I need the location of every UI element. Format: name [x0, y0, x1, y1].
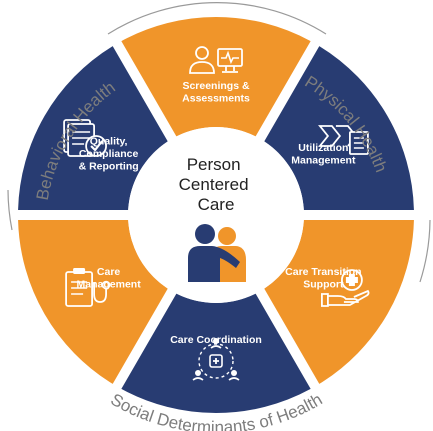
outer-ring-arc-top	[107, 2, 327, 35]
center-line-2: Centered	[179, 175, 249, 194]
arrows-document-icon	[318, 125, 369, 155]
segment-label-6: Quality,Compliance& Reporting	[79, 136, 139, 173]
center-circle	[128, 127, 304, 303]
segment-4	[121, 293, 311, 413]
segment-2	[264, 46, 414, 211]
people-network-icon	[192, 338, 240, 381]
two-people-icon	[188, 224, 246, 282]
hand-medical-cross-icon	[321, 269, 370, 307]
document-checkmark-icon	[63, 119, 107, 157]
center-title: Person Centered Care	[179, 155, 254, 214]
doctor-monitor-icon	[189, 46, 243, 74]
segment-1	[121, 17, 311, 137]
segment-3	[264, 219, 414, 384]
segment-label-4: Care Coordination	[170, 334, 262, 346]
center-line-1: Person	[187, 155, 241, 174]
clipboard-stethoscope-icon	[65, 268, 111, 307]
center-line-3: Care	[198, 195, 235, 214]
outer-ring-arc-right	[419, 219, 431, 283]
segment-label-1: Screenings &Assessments	[182, 80, 250, 105]
outer-ring-arc-left	[7, 189, 13, 231]
